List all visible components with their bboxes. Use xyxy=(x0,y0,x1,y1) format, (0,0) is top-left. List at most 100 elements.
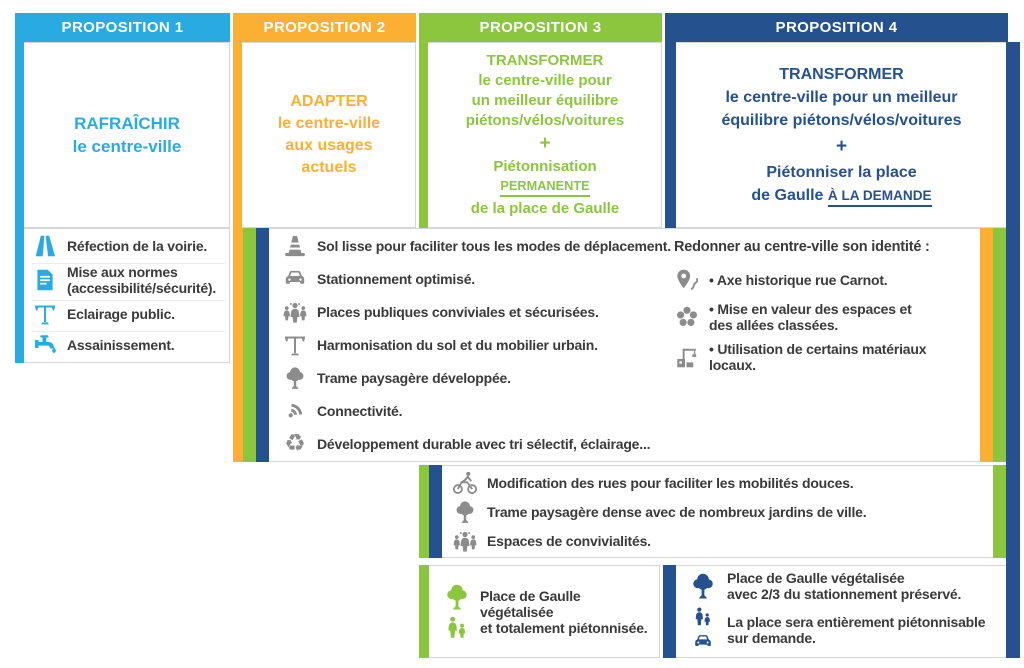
list-item: Trame paysagère développée. xyxy=(282,365,674,391)
p4-title-box: TRANSFORMER le centre-ville pour un meil… xyxy=(665,42,1006,228)
p3-title-line: Piétonnisation xyxy=(493,158,597,176)
p4-title-line: TRANSFORMER xyxy=(779,66,904,83)
middle-left-strip-navy xyxy=(256,228,269,462)
p1-title-box: RAFRAÎCHIR le centre-ville xyxy=(15,42,230,228)
p3-bottom-strip xyxy=(419,565,429,658)
mobility-list: Modification des rues pour faciliter les… xyxy=(452,468,985,555)
map-pin-route-icon xyxy=(674,267,700,293)
building-crane-icon xyxy=(674,344,700,370)
p4-bottom-line: avec 2/3 du stationnement préservé. xyxy=(727,586,962,602)
tree-icon xyxy=(442,582,472,612)
list-item: Connectivité. xyxy=(282,398,674,424)
pedestrians-icon xyxy=(444,615,470,641)
list-item-text: Place de Gaulle végétalisée avec 2/3 du … xyxy=(727,570,961,602)
identity-section: Redonner au centre-ville son identité : … xyxy=(674,239,974,373)
streetlamp-icon xyxy=(32,301,58,327)
mobility-left-strip-navy xyxy=(429,465,442,558)
p4-bottom-line: La place sera entièrement piétonnisable xyxy=(727,613,986,630)
p4-right-border xyxy=(1006,42,1020,658)
p4-bottom-content: Place de Gaulle végétalisée avec 2/3 du … xyxy=(688,568,1002,655)
p1-title: RAFRAÎCHIR le centre-ville xyxy=(25,43,229,227)
p4-bottom-strip xyxy=(663,565,676,658)
list-item-text: • Axe historique rue Carnot. xyxy=(709,272,888,288)
p4-bottom-line: sur demande. xyxy=(727,629,816,646)
p2-title-line: actuels xyxy=(301,159,357,176)
list-item: La place sera entièrement piétonnisable … xyxy=(688,606,1002,653)
traffic-cone-icon xyxy=(282,233,308,259)
p4-title-a-la-demande: À LA DEMANDE xyxy=(827,188,932,207)
list-item: Places publiques conviviales et sécurisé… xyxy=(282,299,674,325)
p3-title-line: le centre-ville pour xyxy=(478,72,612,90)
list-item: Stationnement optimisé. xyxy=(282,266,674,292)
list-item-text: Développement durable avec tri sélectif,… xyxy=(317,436,651,452)
identity-heading: Redonner au centre-ville son identité : xyxy=(674,239,930,255)
p1-left-strip xyxy=(15,42,24,228)
list-item-text: Espaces de convivialités. xyxy=(487,532,651,549)
p3-bottom-box: Place de Gaulle végétalisée et totalemen… xyxy=(419,565,660,658)
p3-bottom-line: Place de Gaulle végétalisée xyxy=(480,587,581,620)
p3-title-line: piétons/vélos/voitures xyxy=(465,112,625,130)
p3-title-line: TRANSFORMER xyxy=(486,52,604,70)
people-icon xyxy=(282,299,308,325)
p3-title-plus: + xyxy=(539,133,551,155)
middle-right-strip-green xyxy=(993,228,1006,462)
list-item-text: Sol lisse pour faciliter tous les modes … xyxy=(317,238,671,254)
list-item: Trame paysagère dense avec de nombreux j… xyxy=(452,499,985,525)
list-item-text: Trame paysagère développée. xyxy=(317,370,511,386)
list-item-text: Réfection de la voirie. xyxy=(67,238,208,254)
p3-bottom-content: Place de Gaulle végétalisée et totalemen… xyxy=(442,566,655,657)
p4-bottom-box: Place de Gaulle végétalisée avec 2/3 du … xyxy=(663,565,1006,658)
wifi-icon xyxy=(282,398,308,424)
middle-right-strip-yellow xyxy=(980,228,993,462)
road-icon xyxy=(32,233,58,259)
middle-left-strip-green xyxy=(243,228,256,462)
mobility-left-strip-green xyxy=(419,465,429,558)
p1-list: Réfection de la voirie. Mise aux normes … xyxy=(32,231,225,360)
tree-icon xyxy=(452,499,478,525)
recycle-icon: ♻ xyxy=(284,430,306,457)
proposition-3-header: PROPOSITION 3 xyxy=(419,13,662,42)
list-item-text: • Utilisation de certains matériaux loca… xyxy=(709,341,927,373)
faucet-icon xyxy=(32,332,58,358)
proposition-4-header: PROPOSITION 4 xyxy=(665,13,1008,42)
list-item-text: • Mise en valeur des espaces et des allé… xyxy=(709,301,912,333)
p1-list-strip xyxy=(15,228,24,363)
list-item-text: Connectivité. xyxy=(317,403,403,419)
document-icon xyxy=(32,267,58,293)
list-item-text: Stationnement optimisé. xyxy=(317,271,475,287)
p3-bottom-line: et totalement piétonnisée. xyxy=(480,619,648,636)
p3-title-line: un meilleur équilibre xyxy=(471,92,619,110)
p4-left-strip xyxy=(665,42,676,228)
p4-title-line: le centre-ville pour un meilleur xyxy=(725,89,958,106)
streetlamp-icon xyxy=(282,332,308,358)
p2-left-strip xyxy=(233,42,242,228)
p2-title: ADAPTER le centre-ville aux usages actue… xyxy=(243,43,415,227)
p2-title-box: ADAPTER le centre-ville aux usages actue… xyxy=(233,42,416,228)
list-item: • Axe historique rue Carnot. xyxy=(674,267,974,293)
list-item: Réfection de la voirie. xyxy=(32,233,225,259)
tree-icon xyxy=(688,571,718,601)
p4-title-line: Piétonniser la place xyxy=(766,164,917,181)
list-item-text: La place sera entièrement piétonnisable … xyxy=(727,614,985,646)
p3-left-strip xyxy=(419,42,428,228)
flower-icon xyxy=(674,304,700,330)
list-item-text: Assainissement. xyxy=(67,337,175,353)
list-item: Espaces de convivialités. xyxy=(452,528,985,554)
p2-title-line: aux usages xyxy=(285,137,373,154)
list-item: Place de Gaulle végétalisée avec 2/3 du … xyxy=(688,570,1002,602)
list-item: Modification des rues pour faciliter les… xyxy=(452,470,985,496)
p4-title-line: de Gaulle À LA DEMANDE xyxy=(751,184,932,207)
list-item-text: Mise aux normes (accessibilité/sécurité)… xyxy=(67,264,217,296)
p3-title: TRANSFORMER le centre-ville pour un meil… xyxy=(429,43,661,227)
shared-middle-box: Sol lisse pour faciliter tous les modes … xyxy=(233,228,1006,462)
shared-list: Sol lisse pour faciliter tous les modes … xyxy=(282,233,674,457)
mobility-right-strip-green xyxy=(993,465,1006,558)
list-item: • Mise en valeur des espaces et des allé… xyxy=(674,301,974,333)
p4-title-last-prefix: de Gaulle xyxy=(751,187,824,204)
list-item-text: Eclairage public. xyxy=(67,306,175,322)
car-icon xyxy=(692,631,714,653)
list-item: ♻ Développement durable avec tri sélecti… xyxy=(282,431,674,457)
p1-title-line: le centre-ville xyxy=(72,137,182,156)
proposition-1-header: PROPOSITION 1 xyxy=(15,13,230,42)
